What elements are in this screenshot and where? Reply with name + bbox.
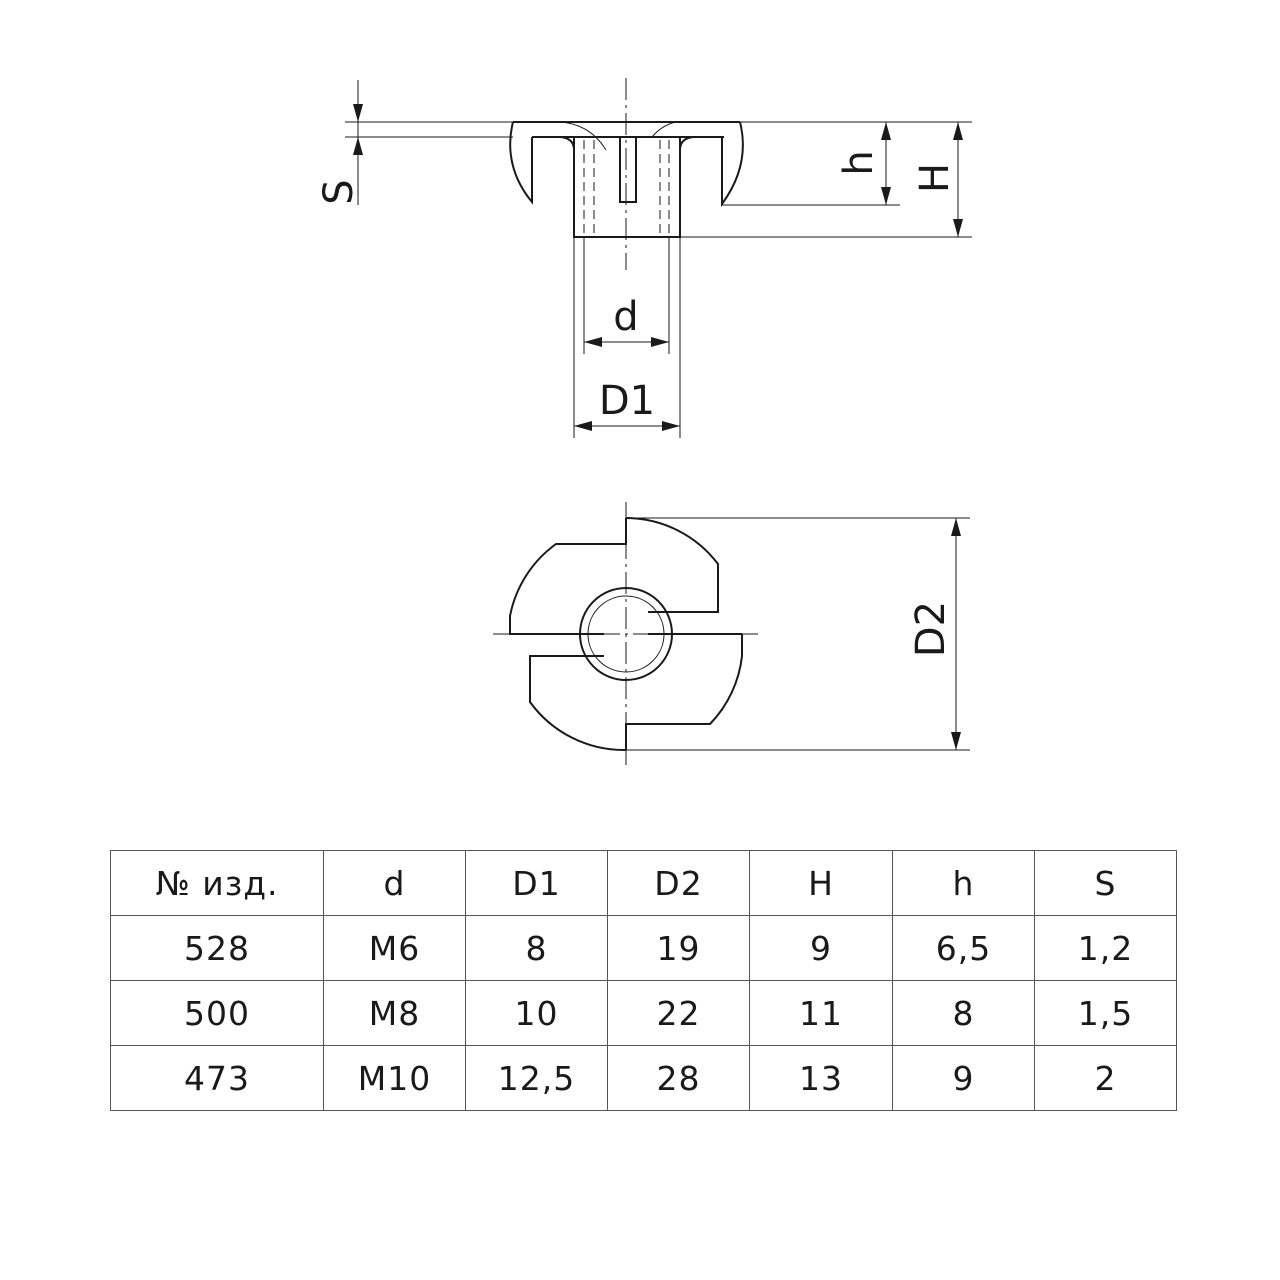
label-d: d — [613, 294, 638, 340]
header-cell: H — [749, 850, 893, 916]
table-row: 528 M6 8 19 9 6,5 1,2 — [110, 915, 1177, 981]
table-cell: 19 — [607, 915, 750, 981]
header-cell: S — [1034, 850, 1177, 916]
table-row: 473 M10 12,5 28 13 9 2 — [110, 1045, 1177, 1111]
table-cell: 28 — [607, 1045, 750, 1111]
table-row: 500 M8 10 22 11 8 1,5 — [110, 980, 1177, 1046]
table-header-row: № изд. d D1 D2 H h S — [110, 850, 1177, 916]
table-cell: 9 — [749, 915, 893, 981]
header-cell: D2 — [607, 850, 750, 916]
label-d1: D1 — [599, 378, 655, 424]
label-d2: D2 — [908, 601, 954, 657]
table-cell: M10 — [323, 1045, 466, 1111]
table-cell: 11 — [749, 980, 893, 1046]
table-cell: 473 — [110, 1045, 324, 1111]
table-cell: 8 — [892, 980, 1035, 1046]
label-s: S — [316, 179, 362, 204]
specification-table: № изд. d D1 D2 H h S 528 M6 8 19 9 6,5 1… — [110, 850, 1177, 1111]
header-cell: № изд. — [110, 850, 324, 916]
table-cell: 2 — [1034, 1045, 1177, 1111]
header-cell: d — [323, 850, 466, 916]
table-cell: 22 — [607, 980, 750, 1046]
table-cell: 528 — [110, 915, 324, 981]
table-cell: 10 — [465, 980, 608, 1046]
header-cell: D1 — [465, 850, 608, 916]
tee-nut-drawing: S h H d D1 D2 — [316, 78, 972, 765]
top-view — [493, 502, 970, 765]
table-cell: 1,2 — [1034, 915, 1177, 981]
table-cell: 6,5 — [892, 915, 1035, 981]
side-view — [345, 78, 972, 438]
table-cell: 12,5 — [465, 1045, 608, 1111]
header-cell: h — [892, 850, 1035, 916]
table-cell: 1,5 — [1034, 980, 1177, 1046]
table-cell: 500 — [110, 980, 324, 1046]
table-cell: M6 — [323, 915, 466, 981]
table-cell: M8 — [323, 980, 466, 1046]
label-h-total: H — [912, 163, 958, 193]
table-cell: 9 — [892, 1045, 1035, 1111]
table-cell: 8 — [465, 915, 608, 981]
table-cell: 13 — [749, 1045, 893, 1111]
label-h: h — [836, 150, 882, 175]
